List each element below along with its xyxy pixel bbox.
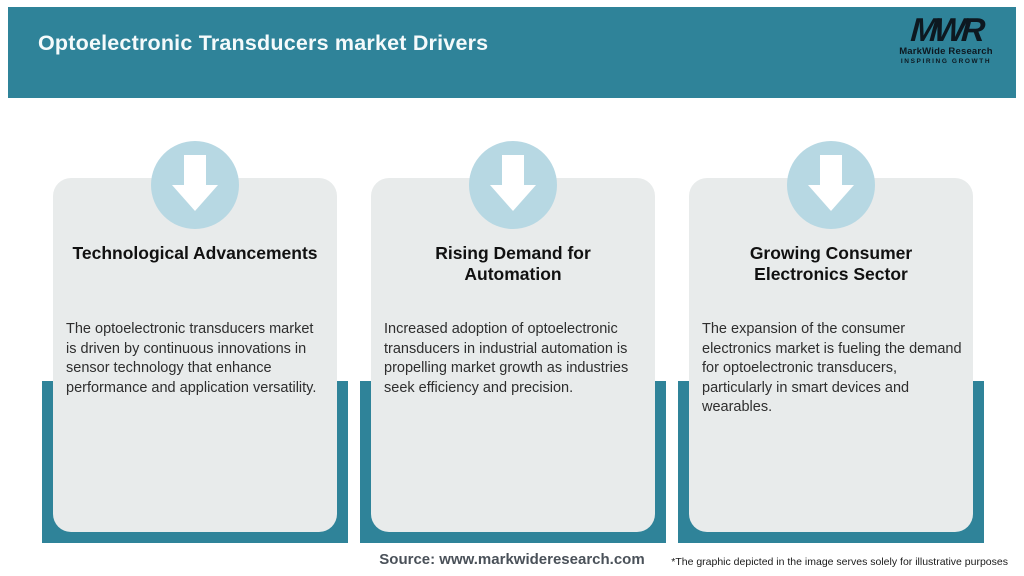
- disclaimer-note: *The graphic depicted in the image serve…: [671, 556, 1008, 568]
- markwide-logo: MWR MarkWide Research INSPIRING GROWTH: [890, 11, 1002, 65]
- driver-card-rising-demand-for-automation: Rising Demand for Automation Increased a…: [371, 178, 655, 532]
- arrow-down-icon: [469, 141, 557, 229]
- logo-company-name: MarkWide Research: [899, 46, 993, 57]
- driver-card-growing-consumer-electronics: Growing Consumer Electronics Sector The …: [689, 178, 973, 532]
- card-body: The expansion of the consumer electronic…: [702, 321, 962, 415]
- driver-card-technological-advancements: Technological Advancements The optoelect…: [53, 178, 337, 532]
- page-title: Optoelectronic Transducers market Driver…: [38, 31, 489, 55]
- arrow-down-icon: [151, 141, 239, 229]
- driver-column-2: Rising Demand for Automation Increased a…: [360, 0, 666, 576]
- card-body: Increased adoption of optoelectronic tra…: [384, 321, 629, 396]
- driver-column-1: Technological Advancements The optoelect…: [42, 0, 348, 576]
- source-attribution: Source: www.markwideresearch.com: [379, 551, 645, 568]
- driver-column-3: Growing Consumer Electronics Sector The …: [678, 0, 984, 576]
- card-title: Technological Advancements: [72, 243, 318, 263]
- logo-tagline: INSPIRING GROWTH: [900, 57, 992, 65]
- header-bar: Optoelectronic Transducers market Driver…: [8, 7, 1016, 98]
- card-body: The optoelectronic transducers market is…: [66, 321, 317, 396]
- arrow-down-icon: [787, 141, 875, 229]
- card-title: Rising Demand for Automation: [435, 243, 591, 284]
- card-title: Growing Consumer Electronics Sector: [749, 243, 913, 284]
